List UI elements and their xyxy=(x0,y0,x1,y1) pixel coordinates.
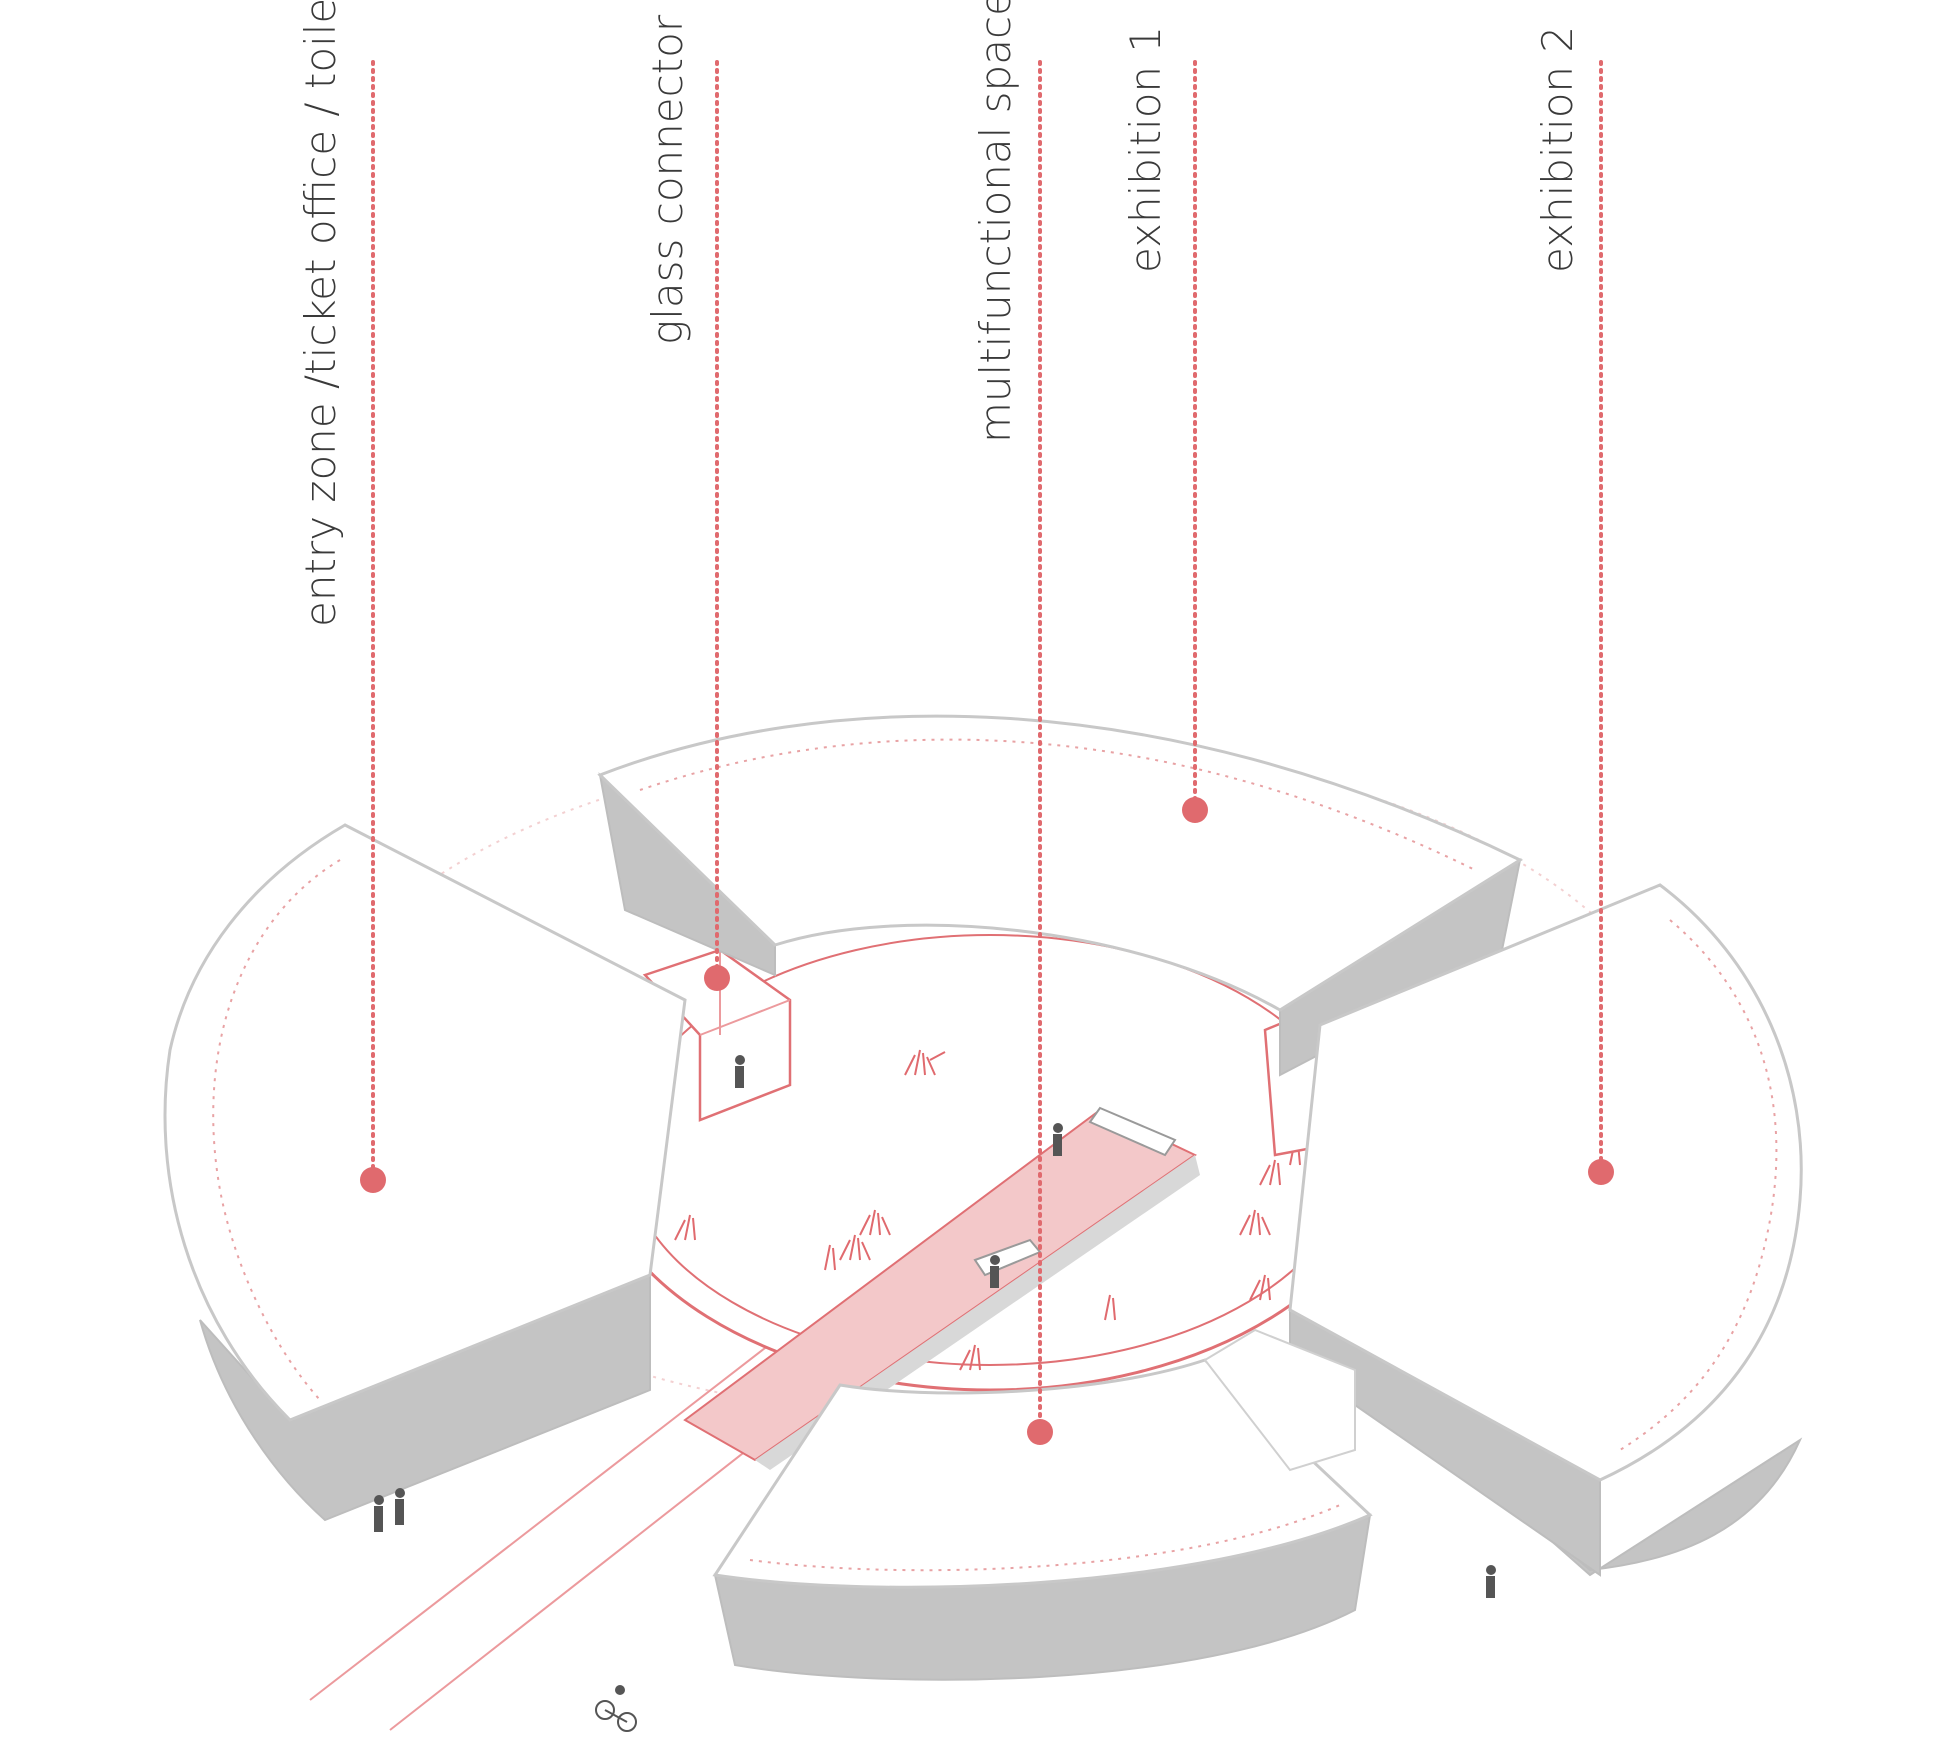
label-exhibition-1: exhibition 1 xyxy=(1121,26,1170,273)
label-multifunctional: multifunctional space xyxy=(971,0,1020,443)
front-right-box xyxy=(1203,1328,1356,1472)
leader-multi xyxy=(1027,60,1053,1445)
entry-block xyxy=(163,823,687,1522)
leader-entry xyxy=(360,60,386,1193)
exhibition-2-block xyxy=(1288,883,1803,1577)
leader-glass xyxy=(704,60,730,991)
multifunctional-block xyxy=(712,1358,1373,1681)
leader-ex1 xyxy=(1182,60,1208,823)
person-icon xyxy=(374,1055,1496,1598)
bicycle-icon xyxy=(595,1685,637,1732)
exhibition-1-block xyxy=(597,714,1524,1077)
leader-ex2 xyxy=(1588,60,1614,1185)
label-exhibition-2: exhibition 2 xyxy=(1533,26,1582,273)
label-glass-connector: glass connector xyxy=(643,14,692,345)
label-entry: entry zone /ticket office / toilets xyxy=(296,0,345,627)
plant-icon xyxy=(674,1049,1301,1371)
